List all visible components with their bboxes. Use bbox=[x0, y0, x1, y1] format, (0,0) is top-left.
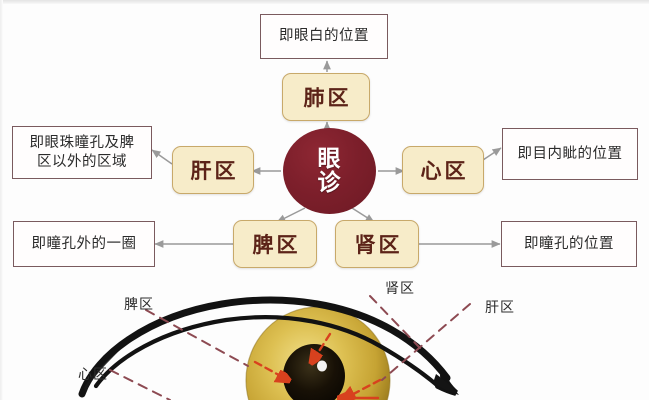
node-lung-label: 肺区 bbox=[303, 85, 352, 110]
center-hub-char-1: 眼 bbox=[317, 144, 342, 172]
liver-description-box: 即眼珠瞳孔及脾 区以外的区域 bbox=[12, 126, 152, 179]
node-lung[interactable]: 肺区 bbox=[282, 73, 370, 121]
inner-red-arrows bbox=[253, 332, 382, 400]
inner-canthus-shade bbox=[433, 374, 459, 395]
center-hub-eye-diagnosis[interactable]: 眼 诊 bbox=[283, 128, 376, 214]
left-edge-strip bbox=[0, 0, 3, 400]
liver-description-line1: 即眼珠瞳孔及脾 bbox=[29, 134, 135, 151]
top-edge-strip bbox=[0, 0, 649, 4]
node-spleen[interactable]: 脾区 bbox=[233, 220, 317, 268]
eye-anno-heart: 心区 bbox=[78, 364, 108, 384]
eye-anno-spleen-label: 脾区 bbox=[124, 297, 154, 313]
node-heart-label: 心区 bbox=[420, 158, 469, 183]
eye-anno-kidney: 肾区 bbox=[385, 278, 415, 298]
eye-anno-liver-label: 肝区 bbox=[485, 300, 515, 316]
node-liver-label: 肝区 bbox=[190, 158, 239, 183]
kidney-description-text: 即瞳孔的位置 bbox=[524, 235, 614, 252]
heart-description-box: 即目内眦的位置 bbox=[502, 128, 638, 180]
spleen-description-box: 即瞳孔外的一圈 bbox=[13, 221, 155, 267]
annotation-leader-lines bbox=[109, 295, 471, 400]
center-hub-char-2: 诊 bbox=[317, 169, 342, 196]
outer-canthus-shade bbox=[84, 352, 118, 392]
kidney-description-box: 即瞳孔的位置 bbox=[501, 221, 637, 267]
liver-description-line2: 区以外的区域 bbox=[37, 153, 127, 170]
node-kidney-label: 肾区 bbox=[354, 232, 403, 257]
heart-description-text: 即目内眦的位置 bbox=[517, 145, 623, 162]
eye-anno-spleen: 脾区 bbox=[124, 294, 154, 314]
node-liver[interactable]: 肝区 bbox=[172, 146, 254, 194]
eye-illustration bbox=[78, 295, 471, 400]
node-spleen-label: 脾区 bbox=[252, 232, 301, 257]
lung-description-text: 即眼白的位置 bbox=[279, 28, 369, 45]
eye-anno-heart-label: 心区 bbox=[78, 367, 108, 383]
eye-anno-kidney-label: 肾区 bbox=[385, 281, 415, 297]
lung-description-box: 即眼白的位置 bbox=[260, 14, 388, 59]
spleen-description-text: 即瞳孔外的一圈 bbox=[31, 235, 137, 252]
node-heart[interactable]: 心区 bbox=[402, 146, 484, 194]
eye-anno-liver: 肝区 bbox=[485, 297, 515, 317]
node-kidney[interactable]: 肾区 bbox=[335, 220, 419, 268]
